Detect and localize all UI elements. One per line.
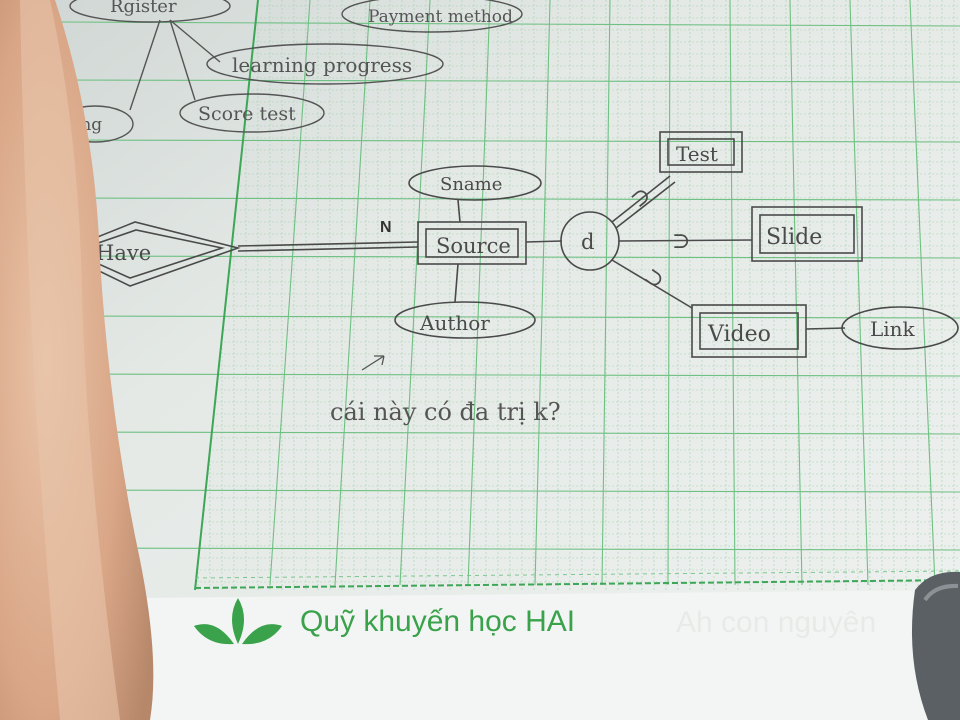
attr-register: Rgister xyxy=(110,0,177,17)
brand-ghost-text: Ah con nguyên xyxy=(676,606,877,639)
subset-slide-icon: ⊃ xyxy=(672,229,690,254)
specialization-d: d xyxy=(581,230,594,254)
attr-learning-progress: learning progress xyxy=(232,53,412,77)
bottle-cap xyxy=(911,571,960,720)
attr-payment: Payment method xyxy=(368,7,513,27)
subclass-slide: Slide xyxy=(766,225,822,250)
source-entity xyxy=(394,165,563,339)
note-arrow-icon xyxy=(361,355,385,371)
have-label: Have xyxy=(96,241,151,265)
top-attributes xyxy=(56,0,523,143)
subclass-test: Test xyxy=(676,142,718,166)
subclass-video: Video xyxy=(707,322,771,347)
attr-score-test: Score test xyxy=(198,103,296,125)
handwritten-note: cái này có đa trị k? xyxy=(330,398,561,426)
source-label: Source xyxy=(436,234,511,258)
subclass-boxes xyxy=(659,131,959,358)
specialization-circle xyxy=(560,175,753,309)
cardinality-label: N xyxy=(380,219,392,236)
author-attribute: Author xyxy=(419,311,490,335)
brand-footer: Quỹ khuyến học HAI xyxy=(190,592,575,652)
have-relationship xyxy=(58,221,419,287)
link-attribute: Link xyxy=(870,317,916,341)
grid-area xyxy=(59,0,960,591)
leaf-logo-icon xyxy=(194,598,282,645)
brand-name: Quỹ khuyến học HAI xyxy=(300,605,576,638)
sname-attribute: Sname xyxy=(440,174,502,195)
